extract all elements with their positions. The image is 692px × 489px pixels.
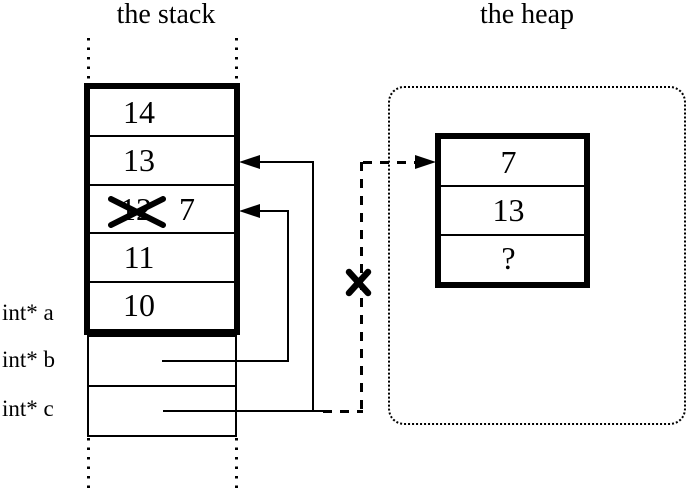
pointer-b-line-horizontal	[162, 360, 289, 362]
heap-block-box: 7 13 ?	[435, 133, 590, 288]
heap-region-boundary	[388, 86, 686, 425]
invalid-pointer-x-icon	[345, 268, 372, 297]
pointer-b-label: int* b	[2, 347, 56, 372]
pointer-a-label: int* a	[2, 300, 54, 325]
pointer-c-line-horizontal	[163, 410, 323, 412]
pointer-b-line-stub	[256, 210, 289, 212]
pointer-b-arrowhead-icon	[239, 204, 260, 218]
heap-title: the heap	[479, 0, 575, 30]
stack-boundary-left-bottom	[87, 438, 90, 489]
stack-pointer-slots	[87, 335, 237, 437]
pointer-b-line-vertical	[287, 210, 289, 362]
pointer-c-label: int* c	[2, 396, 54, 421]
pointer-c-line-vertical	[312, 161, 314, 412]
stack-cell: 13	[90, 137, 234, 186]
pointer-c-line-stub	[256, 161, 314, 163]
dangling-pointer-arrowhead-icon	[415, 155, 436, 169]
pointer-c-arrowhead-icon	[239, 155, 260, 169]
heap-cell: 7	[441, 139, 584, 188]
stack-cell: 14	[90, 89, 234, 138]
heap-cell: ?	[501, 240, 516, 277]
stack-cell: 11	[90, 234, 234, 283]
stack-title: the stack	[116, 0, 216, 30]
stack-cell: 10	[123, 287, 155, 324]
dangling-pointer-dashed-top	[363, 161, 416, 164]
stack-frame-box: 14 13 12 7 11 10	[84, 83, 240, 335]
stack-boundary-right-bottom	[235, 438, 238, 489]
dangling-pointer-dashed-bottom	[323, 410, 363, 413]
crossed-out-value-x-icon	[108, 196, 166, 228]
stack-cell-new-value: 7	[179, 190, 195, 227]
heap-cell: 13	[441, 187, 584, 236]
stack-boundary-left-top	[87, 38, 90, 83]
pointer-b-slot	[89, 337, 235, 387]
stack-boundary-right-top	[235, 38, 238, 83]
